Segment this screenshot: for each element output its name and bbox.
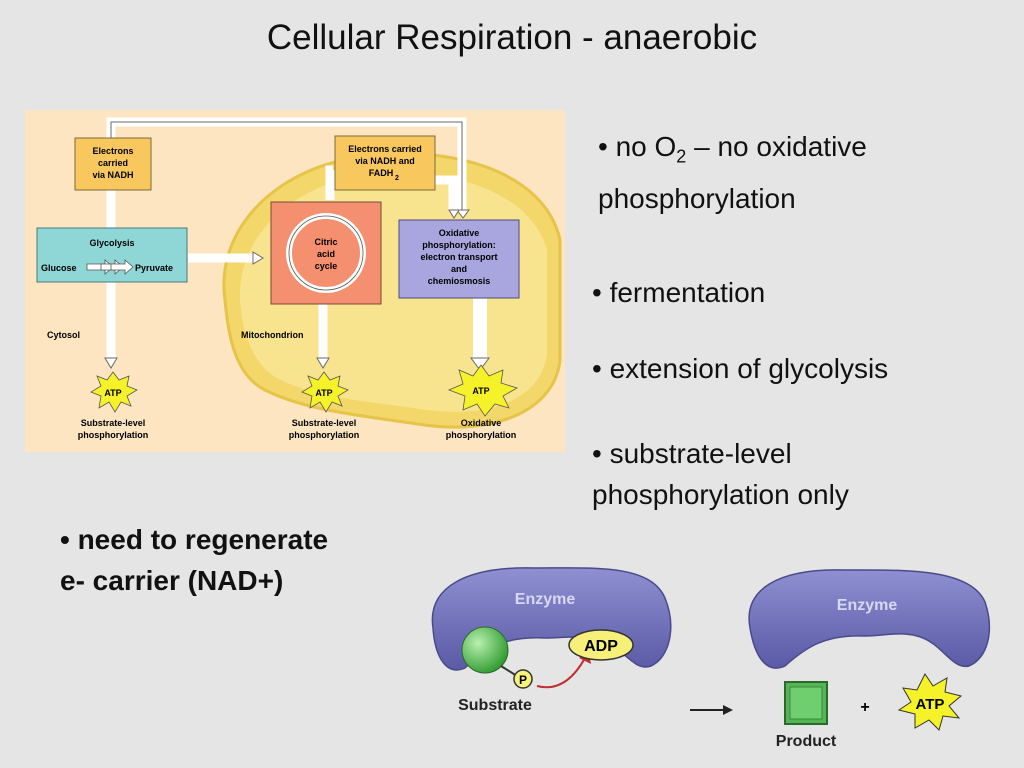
substrate-line1: • substrate-level xyxy=(592,438,792,469)
bullet-regenerate: • need to regenerate e- carrier (NAD+) xyxy=(60,519,328,601)
glycolysis-arrows xyxy=(86,259,134,275)
electrons-fadh2-line3: FADH xyxy=(369,168,394,178)
glycolysis-label: Glycolysis xyxy=(89,238,134,248)
glycolysis-box xyxy=(36,227,188,283)
bullet-fermentation: • fermentation xyxy=(592,277,766,308)
substrate-level-1-line1: Substrate-level xyxy=(81,418,146,428)
oxphos-line4: and xyxy=(451,264,467,274)
bullet-substrate-level: • substrate-level phosphorylation only xyxy=(592,433,849,515)
electrons-nadh-box xyxy=(74,137,152,191)
atp-burst-product xyxy=(897,673,963,731)
no-o2-line2: phosphorylation xyxy=(598,182,796,214)
atp-burst-2 xyxy=(301,371,349,413)
substrate-level-2-line1: Substrate-level xyxy=(292,418,357,428)
atp-label-2: ATP xyxy=(315,388,332,398)
adp-oval xyxy=(568,629,634,661)
phosphate-transfer-arrow xyxy=(536,657,586,689)
glucose-label: Glucose xyxy=(41,263,77,273)
no-o2-subscript: 2 xyxy=(676,146,687,167)
electrons-fadh2-subscript: 2 xyxy=(395,175,399,182)
atp-burst-1 xyxy=(90,371,138,413)
electrons-fadh2-line1: Electrons carried xyxy=(348,144,422,154)
plus-sign: + xyxy=(860,699,869,716)
adp-label: ADP xyxy=(584,638,618,655)
enzyme-right-label: Enzyme xyxy=(837,597,898,614)
no-o2-prefix: • no O xyxy=(598,131,677,162)
enzyme-left-label: Enzyme xyxy=(515,591,576,608)
substrate-ball xyxy=(461,626,509,674)
citric-line3: cycle xyxy=(315,261,338,271)
oxidative-label-line2: phosphorylation xyxy=(446,430,517,440)
oxidative-phosphorylation-box xyxy=(398,219,520,299)
substrate-label: Substrate xyxy=(458,697,532,714)
enzyme-figure: Enzyme P ADP Substrate Enzyme Product + … xyxy=(431,567,991,750)
electrons-nadh-line1: Electrons xyxy=(92,146,133,156)
cytosol-label: Cytosol xyxy=(47,330,80,340)
phosphate-circle xyxy=(513,669,533,689)
phosphate-label: P xyxy=(519,673,527,687)
oxidative-label-line1: Oxidative xyxy=(461,418,502,428)
electrons-nadh-fadh2-box xyxy=(334,135,436,191)
citric-line2: acid xyxy=(317,249,335,259)
regenerate-line1: • need to regenerate xyxy=(60,524,329,555)
oxphos-line2: phosphorylation: xyxy=(422,240,496,250)
atp-label-1: ATP xyxy=(104,388,121,398)
mitochondrion-label: Mitochondrion xyxy=(241,330,304,340)
atp-burst-3 xyxy=(447,364,518,417)
enzyme-right-shape xyxy=(748,569,991,669)
respiration-diagram: Electrons carried via NADH Electrons car… xyxy=(25,110,565,452)
no-o2-suffix: – no oxidative xyxy=(686,131,867,162)
pyruvate-label: Pyruvate xyxy=(135,263,173,273)
atp-product-label: ATP xyxy=(916,696,945,713)
bullet-no-oxygen: • no O2 – no oxidative phosphorylation xyxy=(598,126,867,219)
substrate-line2: phosphorylation only xyxy=(592,479,849,510)
electrons-nadh-line3: via NADH xyxy=(92,170,133,180)
oxphos-line5: chemiosmosis xyxy=(428,276,491,286)
electrons-nadh-line2: carried xyxy=(98,158,128,168)
oxphos-line3: electron transport xyxy=(420,252,497,262)
bullet-extension: • extension of glycolysis xyxy=(592,353,889,384)
regenerate-line2: e- carrier (NAD+) xyxy=(60,565,284,596)
substrate-level-2-line2: phosphorylation xyxy=(289,430,360,440)
substrate-level-1-line2: phosphorylation xyxy=(78,430,149,440)
product-label: Product xyxy=(776,733,837,750)
slide-title: Cellular Respiration - anaerobic xyxy=(266,18,758,57)
electrons-fadh2-line2: via NADH and xyxy=(355,156,415,166)
oxphos-line1: Oxidative xyxy=(439,228,480,238)
citric-line1: Citric xyxy=(314,237,337,247)
atp-label-3: ATP xyxy=(472,386,489,396)
